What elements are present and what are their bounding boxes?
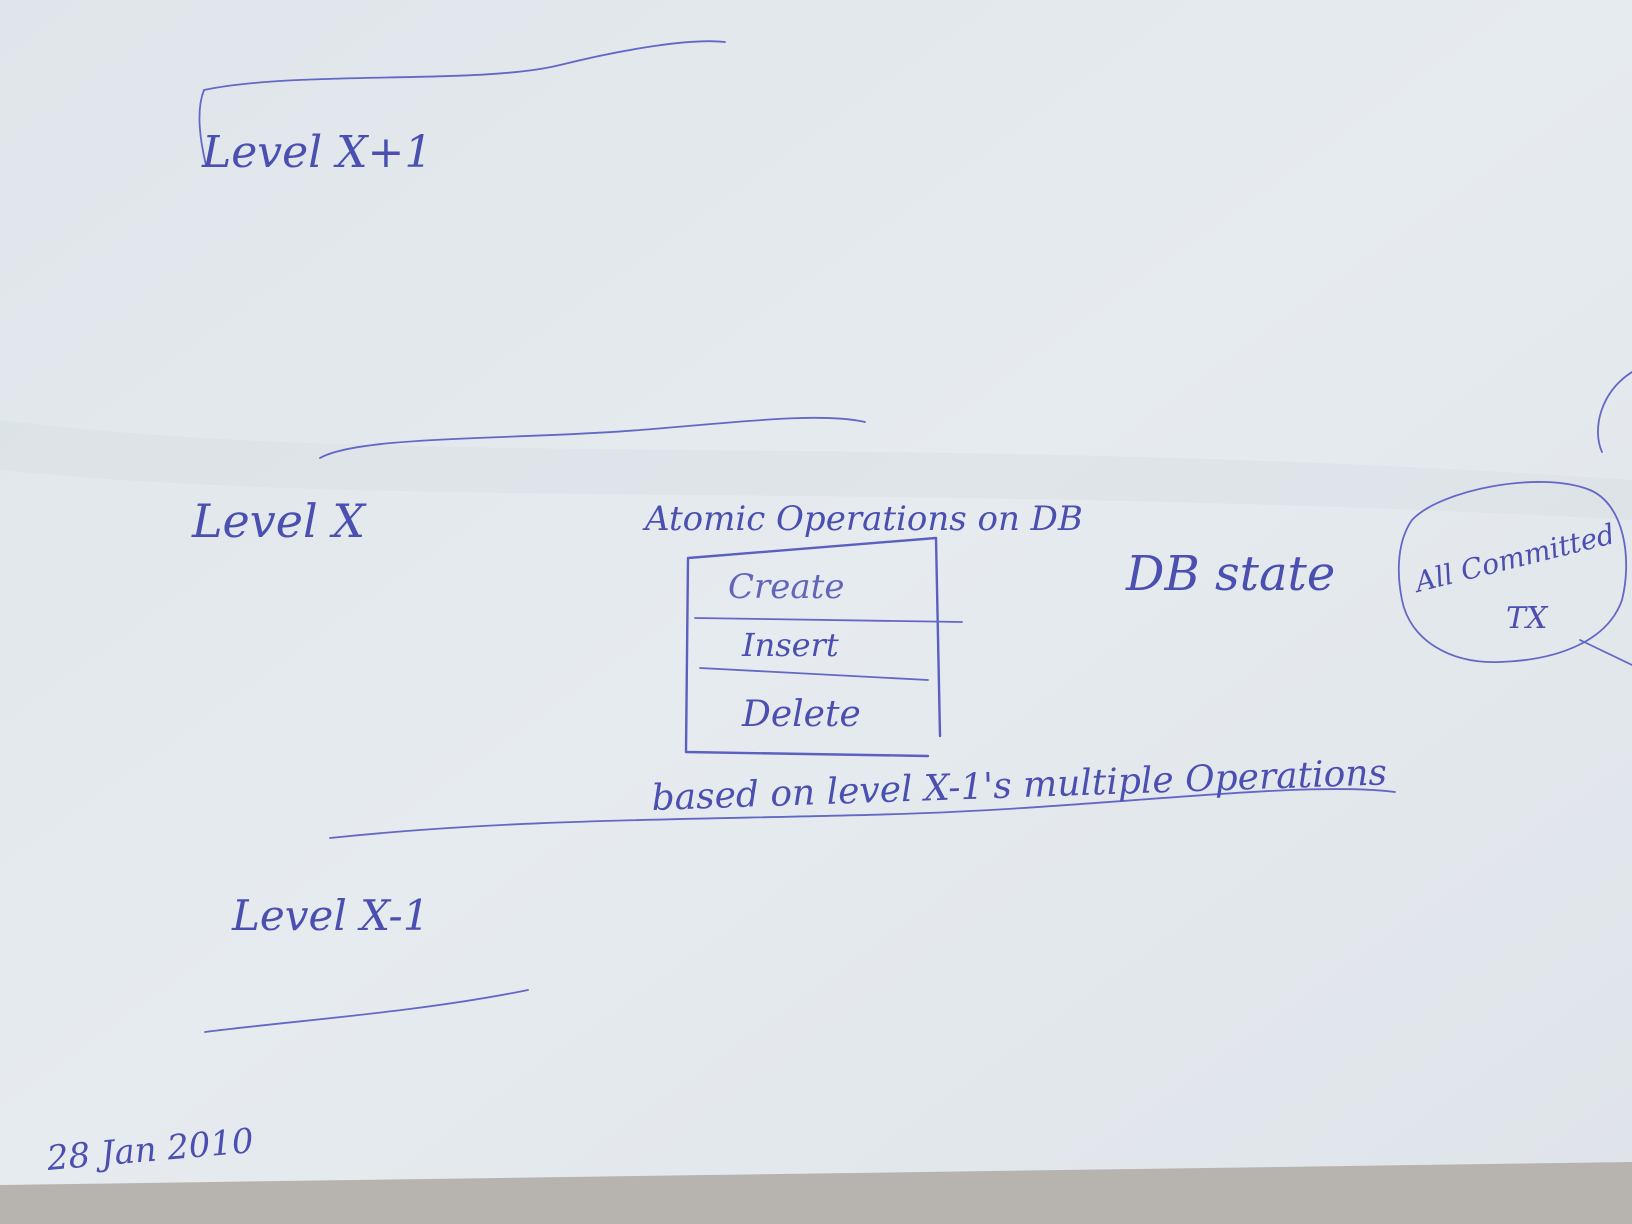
operations-box-border <box>684 536 942 758</box>
operations-row-divider-2 <box>699 667 929 681</box>
level-boundary-bottom <box>204 989 529 1033</box>
label-level-x-plus-1: Level X+1 <box>201 127 432 178</box>
partial-line-right <box>1579 639 1632 666</box>
label-level-x-minus-1: Level X-1 <box>231 891 429 940</box>
operation-delete: Delete <box>741 694 861 735</box>
paper-sheet <box>0 0 1632 1185</box>
operations-title: Atomic Operations on DB <box>642 499 1083 539</box>
level-boundary-top-curl <box>198 89 207 166</box>
committed-bubble <box>1397 481 1628 663</box>
committed-line-2: TX <box>1506 601 1549 636</box>
level-boundary-top <box>203 40 726 91</box>
paper-fold-shadow <box>0 420 1632 520</box>
level-boundary-mid <box>319 416 866 459</box>
label-level-x: Level X <box>191 494 367 548</box>
operations-row-divider-1 <box>694 617 963 623</box>
level-boundary-lower <box>329 788 1396 839</box>
operation-create: Create <box>728 567 844 607</box>
partial-arc-right <box>1597 371 1632 453</box>
operation-insert: Insert <box>741 626 839 664</box>
db-state-label: DB state <box>1125 546 1335 602</box>
